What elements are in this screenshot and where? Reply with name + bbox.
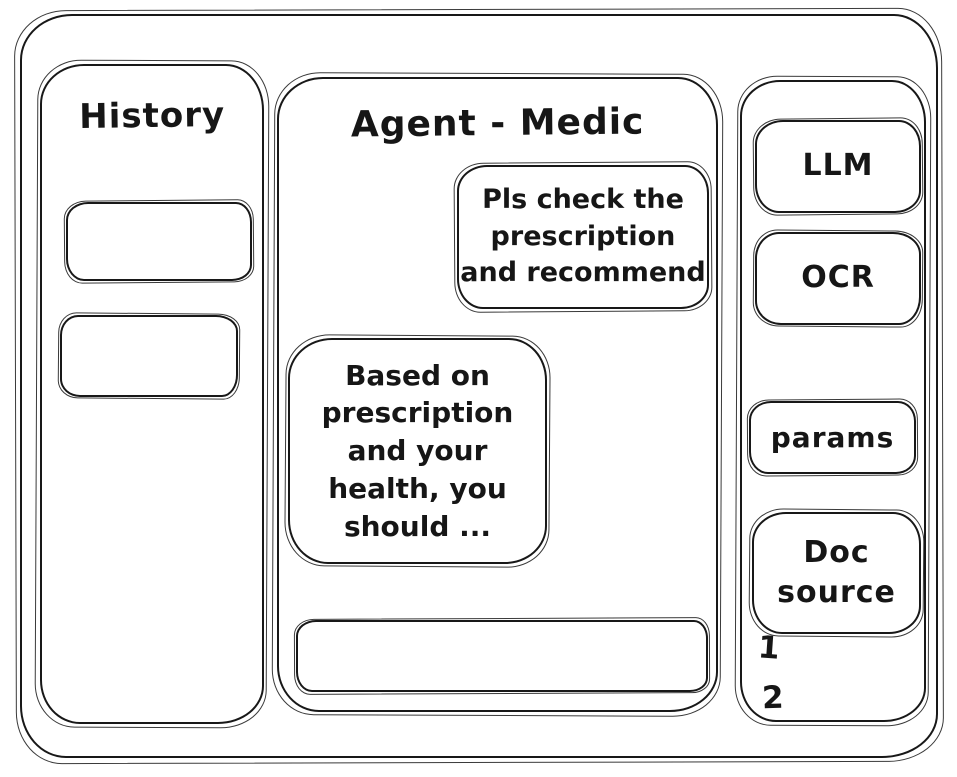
tools-panel: LLM OCR params Doc source 1 2: [740, 80, 926, 722]
chat-title: Agent - Medic: [350, 101, 645, 146]
app-window: History Agent - Medic Pls check the pres…: [20, 14, 938, 758]
history-item[interactable]: [60, 315, 238, 397]
tool-llm-button[interactable]: LLM: [755, 120, 921, 213]
tool-doc-source-button[interactable]: Doc source: [752, 512, 921, 634]
tool-params-label: params: [770, 420, 895, 454]
tool-doc-source-label: Doc source: [777, 534, 896, 611]
tool-params-button[interactable]: params: [749, 401, 916, 474]
doc-source-annotation-2: 2: [761, 679, 785, 717]
agent-message-bubble: Based on prescription and your health, y…: [288, 338, 547, 564]
history-title: History: [78, 94, 226, 138]
history-panel: History: [40, 64, 264, 724]
tool-ocr-button[interactable]: OCR: [755, 232, 921, 325]
tool-llm-label: LLM: [802, 148, 874, 184]
agent-message-text: Based on prescription and your health, y…: [321, 358, 514, 543]
tool-ocr-label: OCR: [801, 260, 875, 296]
chat-panel: Agent - Medic Pls check the prescription…: [277, 77, 718, 712]
history-item[interactable]: [66, 202, 252, 281]
doc-source-annotation-1: 1: [756, 629, 781, 667]
message-input[interactable]: [308, 626, 700, 686]
user-message-bubble: Pls check the prescription and recommend: [457, 165, 709, 309]
user-message-text: Pls check the prescription and recommend: [460, 184, 706, 289]
message-input-container: [296, 620, 708, 692]
